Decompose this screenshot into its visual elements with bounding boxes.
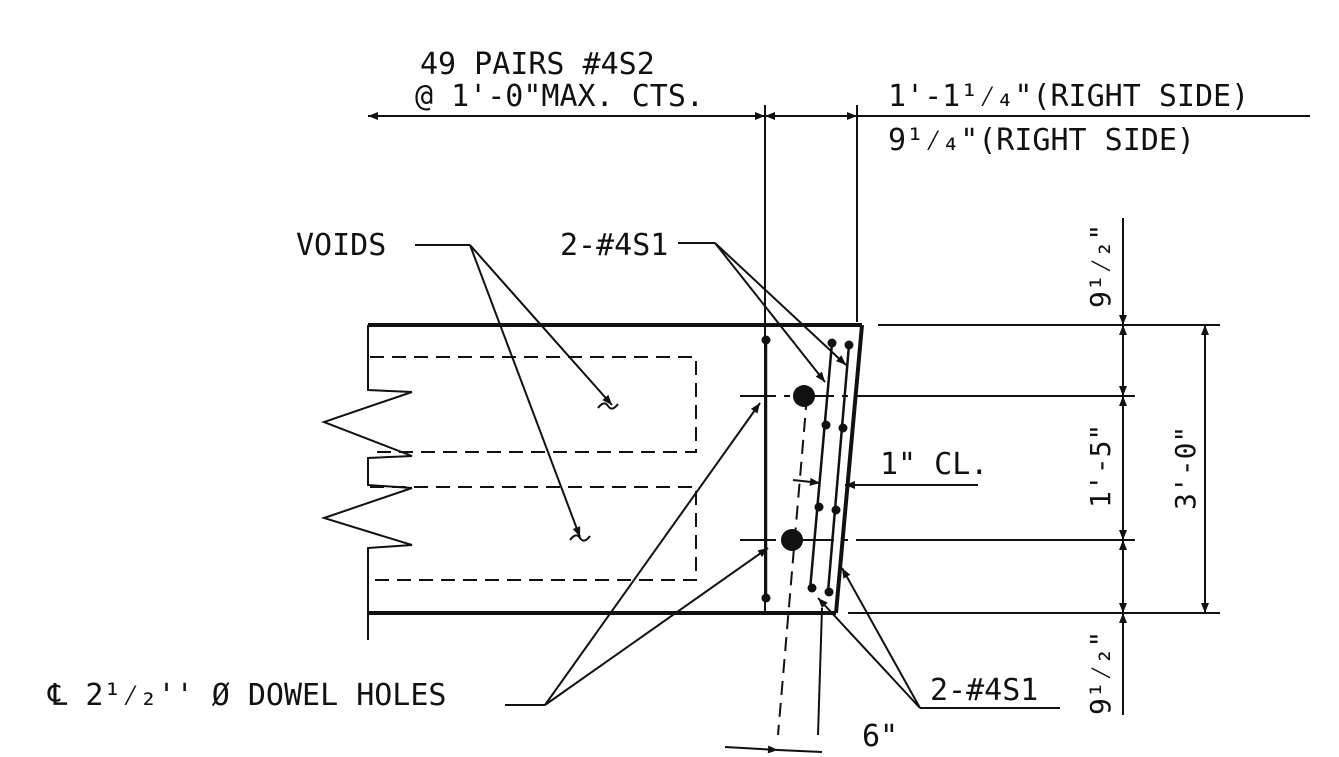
voids-leaders xyxy=(415,244,619,542)
edge-distance-label-2: 9¹⁄₄"(RIGHT SIDE) xyxy=(888,123,1195,158)
bars-top-leaders xyxy=(678,242,847,383)
rebar-s2-vertical xyxy=(761,335,771,603)
rebar-s1-inner xyxy=(807,338,837,593)
bars-bottom-label: 2-#4S1 xyxy=(930,673,1038,708)
void-upper xyxy=(370,356,697,453)
slab-outline xyxy=(320,323,864,640)
dowel-centerline-vertical xyxy=(777,395,808,736)
clear-cover-dimension xyxy=(792,477,978,489)
top-spacing-label-2: @ 1'-0"MAX. CTS. xyxy=(415,79,704,114)
right-extension-lines xyxy=(848,324,1220,614)
dim-bottom-label: 9¹⁄₂" xyxy=(1084,631,1117,715)
dowel-leaders xyxy=(505,402,769,706)
top-spacing-label-1: 49 PAIRS #4S2 xyxy=(420,47,655,82)
dowel-hole-lower xyxy=(781,529,803,551)
void-lower xyxy=(370,486,697,581)
skew-dim-label: 6" xyxy=(862,719,898,754)
skew-dimension xyxy=(724,607,823,754)
vertical-dimensions xyxy=(1119,218,1209,715)
clear-cover-label: 1" CL. xyxy=(880,447,988,482)
voids-label: VOIDS xyxy=(296,228,386,263)
rebar-s1-outer xyxy=(824,340,854,597)
dowel-hole-upper xyxy=(793,385,815,407)
dowel-holes-label: ℄ 2¹⁄₂'' Ø DOWEL HOLES xyxy=(47,678,447,713)
edge-distance-label-1: 1'-1¹⁄₄"(RIGHT SIDE) xyxy=(888,79,1249,114)
dim-top-label: 9¹⁄₂" xyxy=(1084,224,1117,308)
bars-bottom-leaders xyxy=(817,567,1060,709)
dim-mid-label: 1'-5" xyxy=(1084,424,1117,508)
dim-total-label: 3'-0" xyxy=(1169,426,1202,510)
bars-top-label: 2-#4S1 xyxy=(560,228,668,263)
